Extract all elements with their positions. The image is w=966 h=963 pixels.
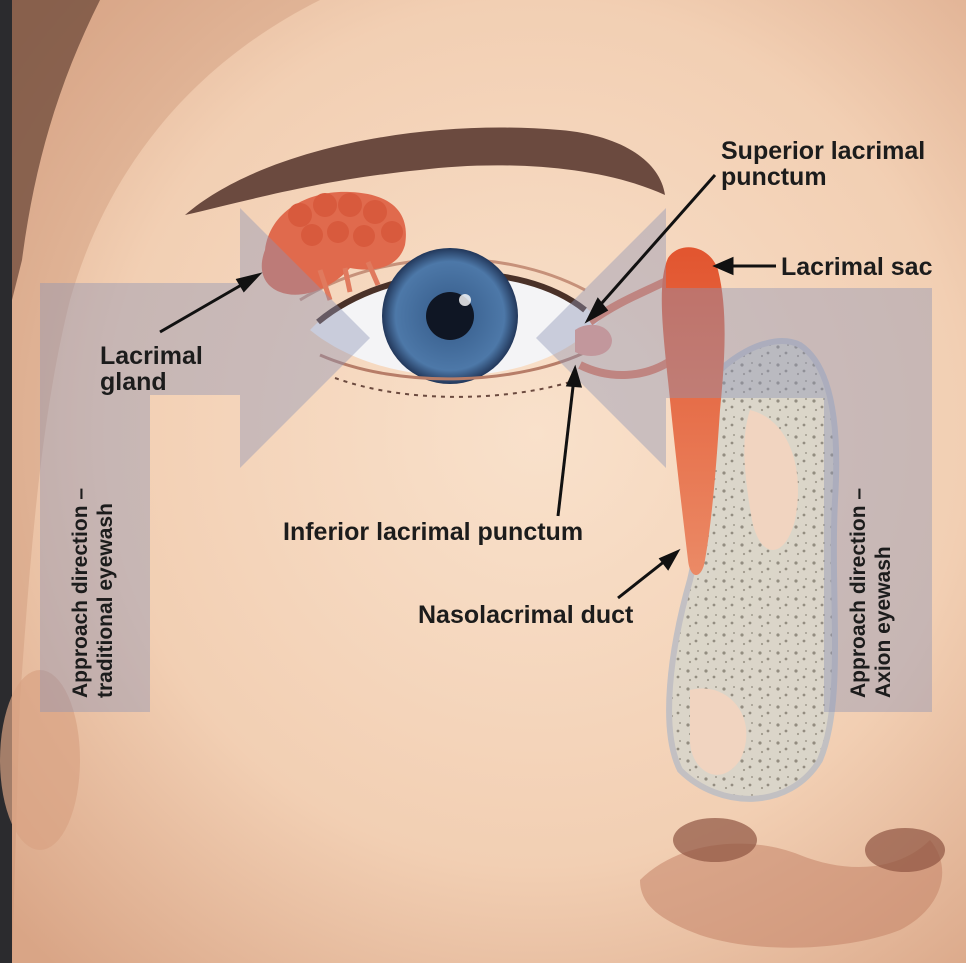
- superior-punctum-label-line1: Superior lacrimal: [721, 138, 925, 164]
- superior-punctum-label: Superior lacrimal punctum: [721, 138, 925, 190]
- superior-punctum-label-line2: punctum: [721, 164, 925, 190]
- approach-traditional-label: Approach direction – traditional eyewash: [68, 488, 118, 698]
- lacrimal-gland-label-line2: gland: [100, 369, 203, 395]
- approach-traditional-line2: traditional eyewash: [93, 488, 118, 698]
- lacrimal-gland-label: Lacrimal gland: [100, 343, 203, 395]
- approach-axion-label: Approach direction – Axion eyewash: [846, 488, 896, 698]
- approach-traditional-line1: Approach direction –: [68, 488, 93, 698]
- approach-axion-line1: Approach direction –: [846, 488, 871, 698]
- approach-axion-line2: Axion eyewash: [871, 488, 896, 698]
- lacrimal-sac-label: Lacrimal sac: [781, 254, 933, 280]
- inferior-punctum-label: Inferior lacrimal punctum: [283, 519, 583, 545]
- lacrimal-gland-label-line1: Lacrimal: [100, 343, 203, 369]
- nasolacrimal-duct-label: Nasolacrimal duct: [418, 602, 633, 628]
